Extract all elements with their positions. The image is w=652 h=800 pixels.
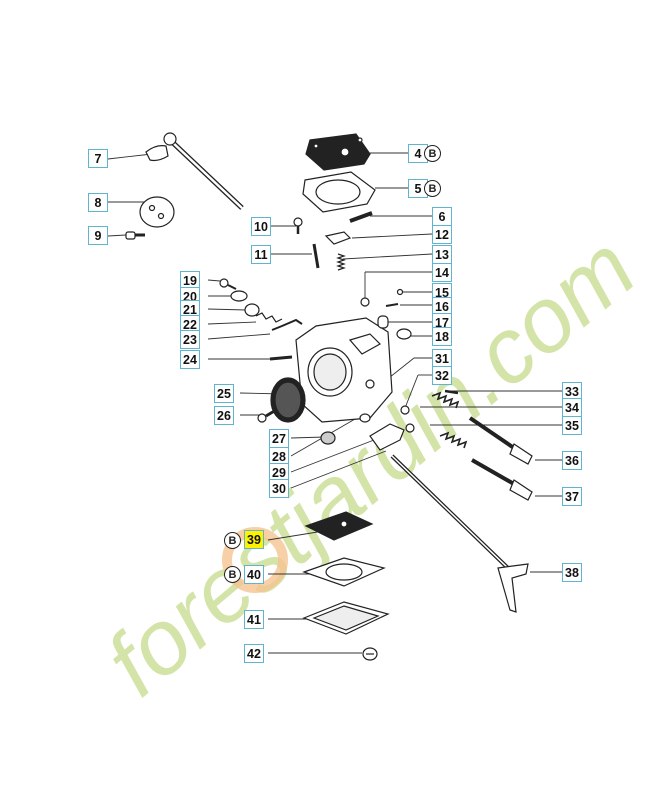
part-cover-41 xyxy=(302,601,390,635)
callout-40: 40 xyxy=(244,565,264,584)
callout-16: 16 xyxy=(432,297,452,316)
callout-14: 14 xyxy=(432,263,452,282)
part-pin-6 xyxy=(349,211,373,223)
part-lever-29 xyxy=(369,423,405,451)
part-throttle-disc xyxy=(139,196,175,228)
part-choke-shaft-38 xyxy=(390,454,529,613)
callout-22: 22 xyxy=(180,315,200,334)
part-gasket-5 xyxy=(302,171,376,213)
callout-11: 11 xyxy=(251,245,271,264)
badge-b-40: B xyxy=(224,566,241,583)
part-nut-31 xyxy=(400,405,410,415)
callout-32: 32 xyxy=(432,366,452,385)
callout-12: 12 xyxy=(432,225,452,244)
part-ball-15 xyxy=(396,288,404,296)
part-adjust-screw-37 xyxy=(471,458,533,501)
part-cap-18 xyxy=(396,328,412,340)
part-carburetor-body xyxy=(295,317,393,423)
part-spring-34 xyxy=(431,391,460,409)
callout-37: 37 xyxy=(562,487,582,506)
part-choke-disc-25 xyxy=(270,377,306,423)
part-screw-10 xyxy=(293,217,303,234)
part-gasket-40 xyxy=(302,557,386,587)
callout-24: 24 xyxy=(180,350,200,369)
part-plug-17 xyxy=(377,315,389,329)
part-throttle-shaft xyxy=(145,132,244,210)
parts xyxy=(125,132,533,661)
part-screw-42 xyxy=(362,647,378,661)
part-screw-24 xyxy=(269,355,293,361)
part-needle-11 xyxy=(312,243,320,269)
part-screw-19 xyxy=(219,278,237,290)
callout-41: 41 xyxy=(244,610,264,629)
callout-9: 9 xyxy=(88,226,108,245)
callout-10: 10 xyxy=(251,217,271,236)
callout-13: 13 xyxy=(432,245,452,264)
part-lever-12 xyxy=(324,231,352,245)
leader-lines xyxy=(107,152,562,654)
part-seal-21 xyxy=(244,303,260,317)
part-washer-20 xyxy=(230,290,248,302)
callout-18: 18 xyxy=(432,327,452,346)
part-pin-16 xyxy=(385,303,399,307)
badge-b-4: B xyxy=(424,145,441,162)
callout-39-highlighted: 39 xyxy=(244,530,264,549)
callout-31: 31 xyxy=(432,349,452,368)
callout-6: 6 xyxy=(432,207,452,226)
part-screw-23 xyxy=(271,318,303,331)
part-diaphragm-4 xyxy=(305,133,371,171)
callout-27: 27 xyxy=(269,429,289,448)
part-plug-14 xyxy=(360,297,370,307)
callout-26: 26 xyxy=(214,406,234,425)
callout-7: 7 xyxy=(88,149,108,168)
part-pin-33 xyxy=(444,389,459,395)
part-diaphragm-39 xyxy=(304,511,374,541)
part-spring-34b xyxy=(439,431,468,449)
callout-36: 36 xyxy=(562,451,582,470)
part-plug-27 xyxy=(320,431,336,445)
badge-b-39: B xyxy=(224,532,241,549)
callout-8: 8 xyxy=(88,193,108,212)
part-adjust-screw-36 xyxy=(468,416,533,465)
callout-35: 35 xyxy=(562,416,582,435)
callout-23: 23 xyxy=(180,330,200,349)
part-screw-26 xyxy=(257,408,277,423)
part-spring-22 xyxy=(255,312,283,323)
callout-38: 38 xyxy=(562,563,582,582)
callout-28: 28 xyxy=(269,447,289,466)
badge-b-5: B xyxy=(424,180,441,197)
part-screw-9 xyxy=(125,231,145,240)
callout-30: 30 xyxy=(269,479,289,498)
callout-34: 34 xyxy=(562,398,582,417)
part-washer-30 xyxy=(405,423,415,433)
part-spring-13 xyxy=(336,253,346,271)
callout-42: 42 xyxy=(244,644,264,663)
part-washer-28 xyxy=(359,413,371,423)
callout-25: 25 xyxy=(214,384,234,403)
callout-4: 4 xyxy=(408,144,428,163)
